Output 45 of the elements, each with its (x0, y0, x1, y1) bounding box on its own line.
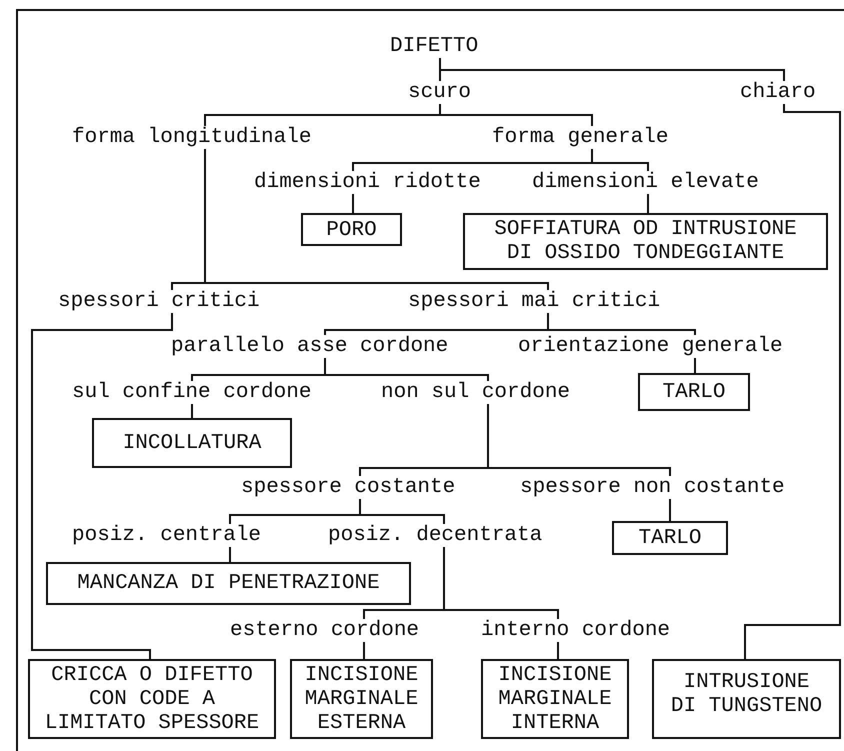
criterion-label: spessore costante (241, 476, 456, 499)
tree-connector (439, 104, 593, 126)
criterion-label: dimensioni ridotte (254, 171, 481, 194)
criterion-label: dimensioni elevate (532, 171, 759, 194)
criterion-label: DIFETTO (390, 35, 478, 58)
tree-connector (439, 58, 785, 81)
tree-connector (352, 194, 354, 213)
criterion-label: spessore non costante (520, 476, 785, 499)
criterion-label: scuro (408, 81, 472, 104)
criterion-label: spessori critici (58, 290, 260, 313)
tree-connector (191, 404, 193, 418)
tree-connector (229, 547, 231, 562)
tree-connector (31, 313, 173, 659)
tree-connector (647, 194, 649, 213)
defect-box: INCISIONE MARGINALE ESTERNA (290, 659, 433, 739)
criterion-label: chiaro (740, 81, 816, 104)
criterion-label: forma longitudinale (72, 126, 312, 149)
tree-connector (487, 404, 671, 476)
defect-box: TARLO (612, 521, 728, 555)
criterion-label: non sul cordone (381, 381, 570, 404)
tree-connector (694, 358, 696, 373)
defect-box: TARLO (638, 373, 750, 411)
tree-connector (744, 104, 841, 659)
tree-connector (204, 149, 549, 290)
criterion-label: posiz. centrale (72, 524, 262, 547)
defect-box: INCISIONE MARGINALE INTERNA (481, 659, 629, 739)
defect-box: SOFFIATURA OD INTRUSIONE DI OSSIDO TONDEGGIANTE (463, 213, 828, 270)
defect-box: INCOLLATURA (92, 418, 292, 468)
criterion-label: forma generale (492, 126, 668, 149)
tree-connector (669, 499, 671, 521)
tree-connector (557, 642, 559, 659)
criterion-label: sul confine cordone (72, 381, 312, 404)
defect-box: CRICCA O DIFETTO CON CODE A LIMITATO SPESSORE (28, 659, 276, 739)
defect-box: MANCANZA DI PENETRAZIONE (46, 562, 411, 605)
tree-connector (443, 547, 559, 619)
defect-box: PORO (301, 213, 402, 246)
criterion-label: interno cordone (481, 619, 670, 642)
criterion-label: posiz. decentrata (328, 524, 542, 547)
criterion-label: parallelo asse cordone (171, 335, 448, 358)
defect-box: INTRUSIONE DI TUNGSTENO (652, 659, 841, 739)
criterion-label: spessori mai critici (408, 290, 660, 313)
tree-connector (363, 642, 365, 659)
criterion-label: esterno cordone (230, 619, 420, 642)
criterion-label: orientazione generale (518, 335, 783, 358)
tree-connector (591, 149, 649, 171)
